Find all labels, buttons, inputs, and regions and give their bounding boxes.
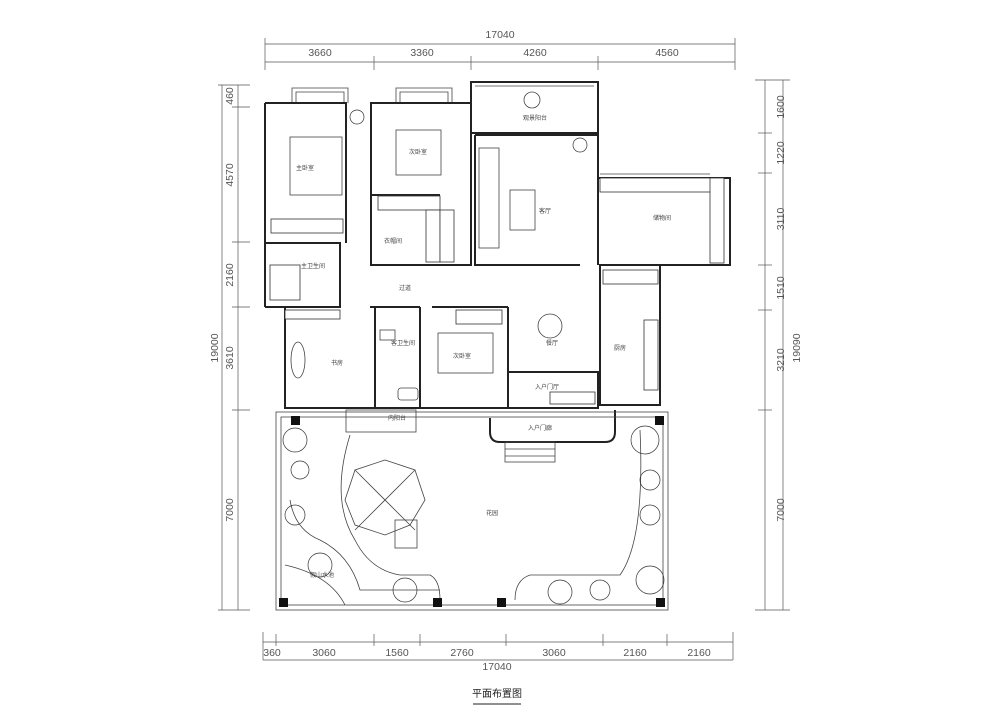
label-living-room: 客厅 — [539, 207, 551, 215]
master-bed — [289, 136, 343, 196]
furniture — [289, 91, 563, 549]
left-dimensions: 460 4570 2160 3610 7000 19000 — [209, 84, 250, 611]
dim-bottom-6: 2160 — [623, 647, 647, 659]
top-dimensions: 17040 3660 3360 4260 4560 — [264, 29, 736, 70]
sofa — [478, 147, 500, 249]
dim-left-1: 460 — [224, 87, 236, 105]
right-dimensions: 1600 1220 3110 1510 3210 7000 19090 — [755, 79, 803, 611]
label-guest-bathroom: 客卫生间 — [391, 339, 415, 347]
dim-top-4: 4560 — [655, 47, 679, 59]
label-garden: 花园 — [486, 509, 498, 517]
dim-top-2: 3360 — [410, 47, 434, 59]
dim-left-2: 4570 — [224, 163, 236, 187]
label-corridor: 过道 — [399, 284, 411, 292]
dim-left-5: 7000 — [224, 498, 236, 522]
label-dining-room: 餐厅 — [546, 339, 558, 347]
dim-left-total: 19000 — [209, 333, 221, 362]
dim-bottom-5: 3060 — [542, 647, 566, 659]
label-inner-balcony: 内阳台 — [388, 414, 406, 422]
label-study: 书房 — [331, 359, 343, 367]
dim-right-3: 3110 — [775, 208, 787, 231]
bottom-dimensions: 360 3060 1560 2760 3060 2160 2160 17040 — [262, 632, 734, 673]
dim-top-total: 17040 — [485, 29, 514, 41]
garden-table — [394, 519, 418, 549]
dim-bottom-total: 17040 — [482, 661, 511, 673]
dining-table — [537, 313, 563, 339]
dim-right-5: 3210 — [775, 348, 787, 372]
toilet — [379, 329, 396, 341]
dim-right-4: 1510 — [775, 276, 787, 300]
label-walk-in-closet: 衣帽间 — [384, 237, 402, 245]
drawing-title: 平面布置图 — [472, 688, 522, 700]
label-entry-foyer: 入户门厅 — [535, 383, 559, 391]
label-third-bedroom: 次卧室 — [453, 352, 471, 360]
dim-bottom-7: 2160 — [687, 647, 711, 659]
label-entry-porch: 入户门廊 — [528, 424, 552, 432]
dim-right-6: 7000 — [775, 498, 787, 522]
dim-bottom-3: 1560 — [385, 647, 409, 659]
label-master-bedroom: 主卧室 — [296, 164, 314, 172]
label-viewing-balcony: 观景阳台 — [523, 114, 547, 122]
second-bed — [395, 129, 442, 176]
garden-umbrella — [344, 459, 426, 536]
label-second-bedroom: 次卧室 — [409, 148, 427, 156]
dim-right-total: 19090 — [791, 333, 803, 362]
label-storage-room: 储物间 — [653, 214, 671, 222]
label-kitchen: 厨房 — [614, 344, 626, 352]
dim-bottom-1: 360 — [263, 647, 281, 659]
walls — [264, 81, 731, 611]
dim-bottom-2: 3060 — [312, 647, 336, 659]
dim-top-1: 3660 — [308, 47, 332, 59]
third-bed — [437, 332, 494, 374]
dim-top-3: 4260 — [523, 47, 547, 59]
desk — [290, 341, 306, 379]
label-rockery-pond: 假山水池 — [310, 571, 334, 579]
dim-left-4: 3610 — [224, 346, 236, 370]
plants — [282, 109, 665, 605]
room-labels: 主卧室 次卧室 衣帽间 主卫生间 过道 书房 客卫生间 次卧室 观景阳台 客厅 … — [296, 114, 671, 579]
dim-left-3: 2160 — [224, 263, 236, 287]
dim-bottom-4: 2760 — [450, 647, 474, 659]
dim-right-1: 1600 — [775, 95, 787, 119]
coffee-table — [509, 189, 536, 231]
dim-right-2: 1220 — [775, 141, 787, 165]
balcony-table — [523, 91, 541, 109]
columns — [279, 416, 665, 607]
cabinets — [269, 177, 725, 405]
label-master-bathroom: 主卫生间 — [301, 262, 325, 270]
bathtub — [397, 387, 419, 401]
